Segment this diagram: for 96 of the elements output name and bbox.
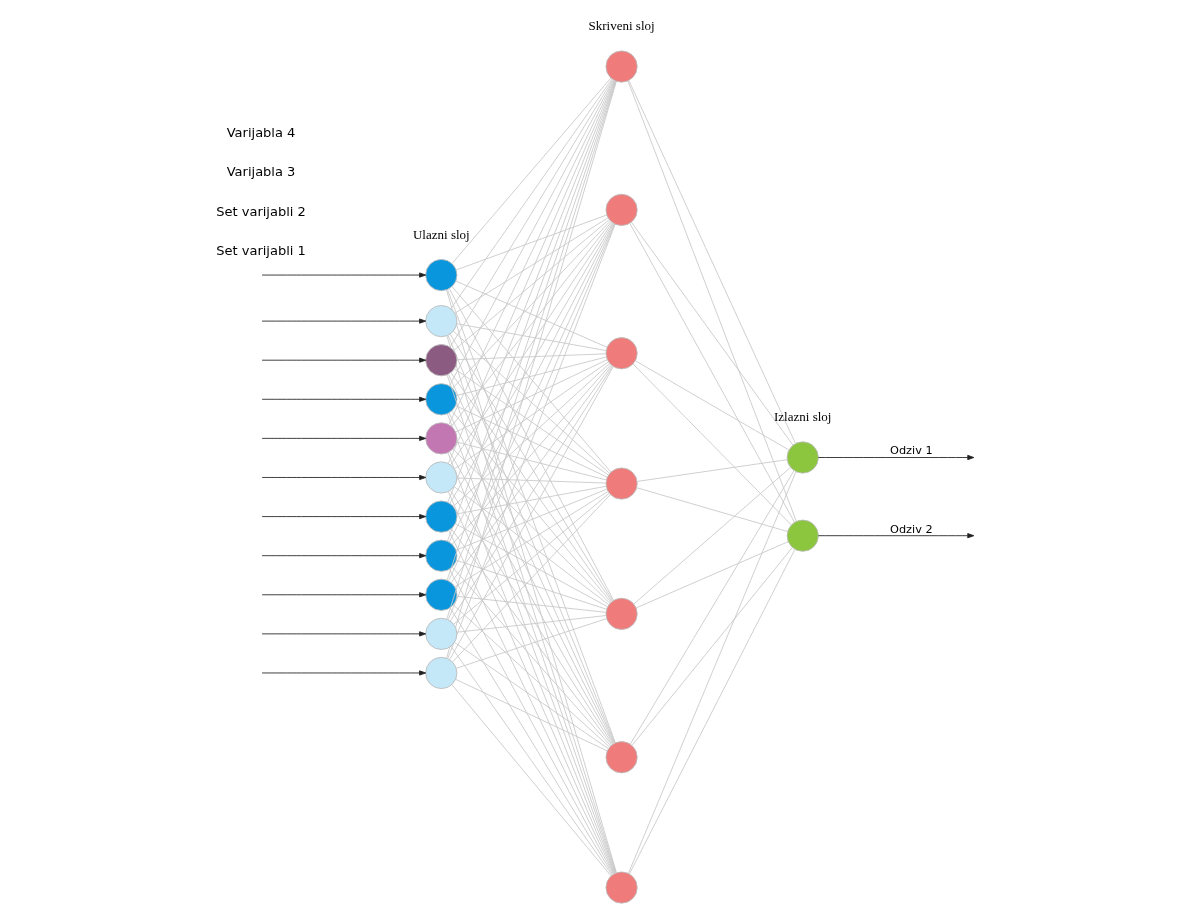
label: Skriveni sloj (588, 18, 655, 34)
node-circle (605, 741, 638, 774)
connector (450, 528, 612, 746)
connector (451, 410, 611, 603)
connector (454, 217, 608, 314)
connector (627, 80, 797, 522)
connector (451, 286, 611, 473)
connector (452, 604, 610, 748)
connector (455, 323, 607, 352)
connector (453, 641, 609, 750)
connector (451, 364, 611, 545)
connector (452, 448, 610, 604)
node-circle (424, 305, 457, 338)
node-circle (605, 50, 638, 83)
connector (453, 486, 609, 606)
label: Ulazni sloj (412, 226, 470, 242)
connector (635, 541, 788, 609)
node-circle (605, 597, 638, 630)
connector (633, 467, 791, 605)
arrow (817, 533, 974, 539)
arrow (261, 318, 426, 324)
connector (629, 223, 795, 523)
arrow (261, 553, 426, 559)
label: Varijabla 4 (226, 125, 295, 141)
connector (455, 559, 607, 610)
node-circle (424, 258, 457, 292)
connector (627, 80, 796, 444)
connector (456, 615, 606, 633)
edge-label: Odziv 2 (889, 522, 933, 536)
node-circle (424, 539, 457, 572)
node-circle (424, 656, 457, 690)
connector (454, 679, 608, 752)
node-circle (424, 578, 457, 611)
connector (630, 221, 793, 446)
connector (448, 288, 614, 601)
connector (450, 646, 612, 876)
arrow (261, 272, 426, 278)
connector (451, 566, 611, 747)
connector (455, 214, 607, 271)
arrow (261, 514, 426, 520)
label: Izlazni sloj (773, 409, 831, 425)
connector (451, 77, 611, 264)
connector (454, 359, 608, 433)
connector (456, 477, 606, 484)
connector (631, 547, 793, 746)
connector (449, 333, 613, 602)
connector (454, 491, 608, 588)
label: Set varijabli 2 (215, 203, 306, 219)
node-circle (424, 500, 457, 533)
connector (635, 487, 788, 532)
arrow (261, 592, 426, 598)
edge-label: Odziv 1 (889, 444, 933, 458)
connector (454, 523, 608, 608)
connector (450, 78, 612, 309)
connector (632, 363, 792, 526)
node-circle (786, 519, 819, 552)
connector (452, 492, 610, 625)
label: Set varijabli 1 (215, 242, 306, 258)
node-circle (605, 337, 638, 370)
node-circle (424, 617, 457, 650)
connector (455, 488, 607, 551)
connector (451, 494, 611, 663)
connector (456, 595, 606, 613)
connector (451, 220, 611, 389)
connector (636, 459, 788, 482)
connector (455, 356, 607, 396)
connector (628, 549, 795, 875)
connector (455, 441, 607, 481)
node-circle (424, 422, 457, 455)
label: Varijabla 3 (226, 164, 295, 180)
connector (455, 618, 607, 669)
arrow (261, 474, 426, 481)
connector (454, 405, 608, 478)
node-circle (605, 193, 638, 226)
arrow (261, 631, 426, 637)
connector (452, 219, 610, 351)
node-circle (424, 461, 457, 494)
connector (456, 353, 606, 361)
connector (452, 363, 610, 507)
arrow (817, 454, 974, 461)
arrow (261, 396, 426, 402)
node-circle (605, 467, 638, 500)
node-circle (424, 344, 457, 377)
node-circle (605, 871, 638, 904)
node-circle (424, 383, 457, 416)
connector (451, 684, 611, 877)
arrow (261, 435, 426, 441)
arrow (261, 357, 426, 363)
connector (627, 471, 796, 874)
connector (629, 470, 794, 745)
connector (634, 360, 789, 451)
connector (450, 221, 612, 427)
connector (454, 280, 607, 348)
connector (452, 330, 610, 474)
arrow (261, 670, 426, 676)
node-circle (786, 441, 819, 474)
